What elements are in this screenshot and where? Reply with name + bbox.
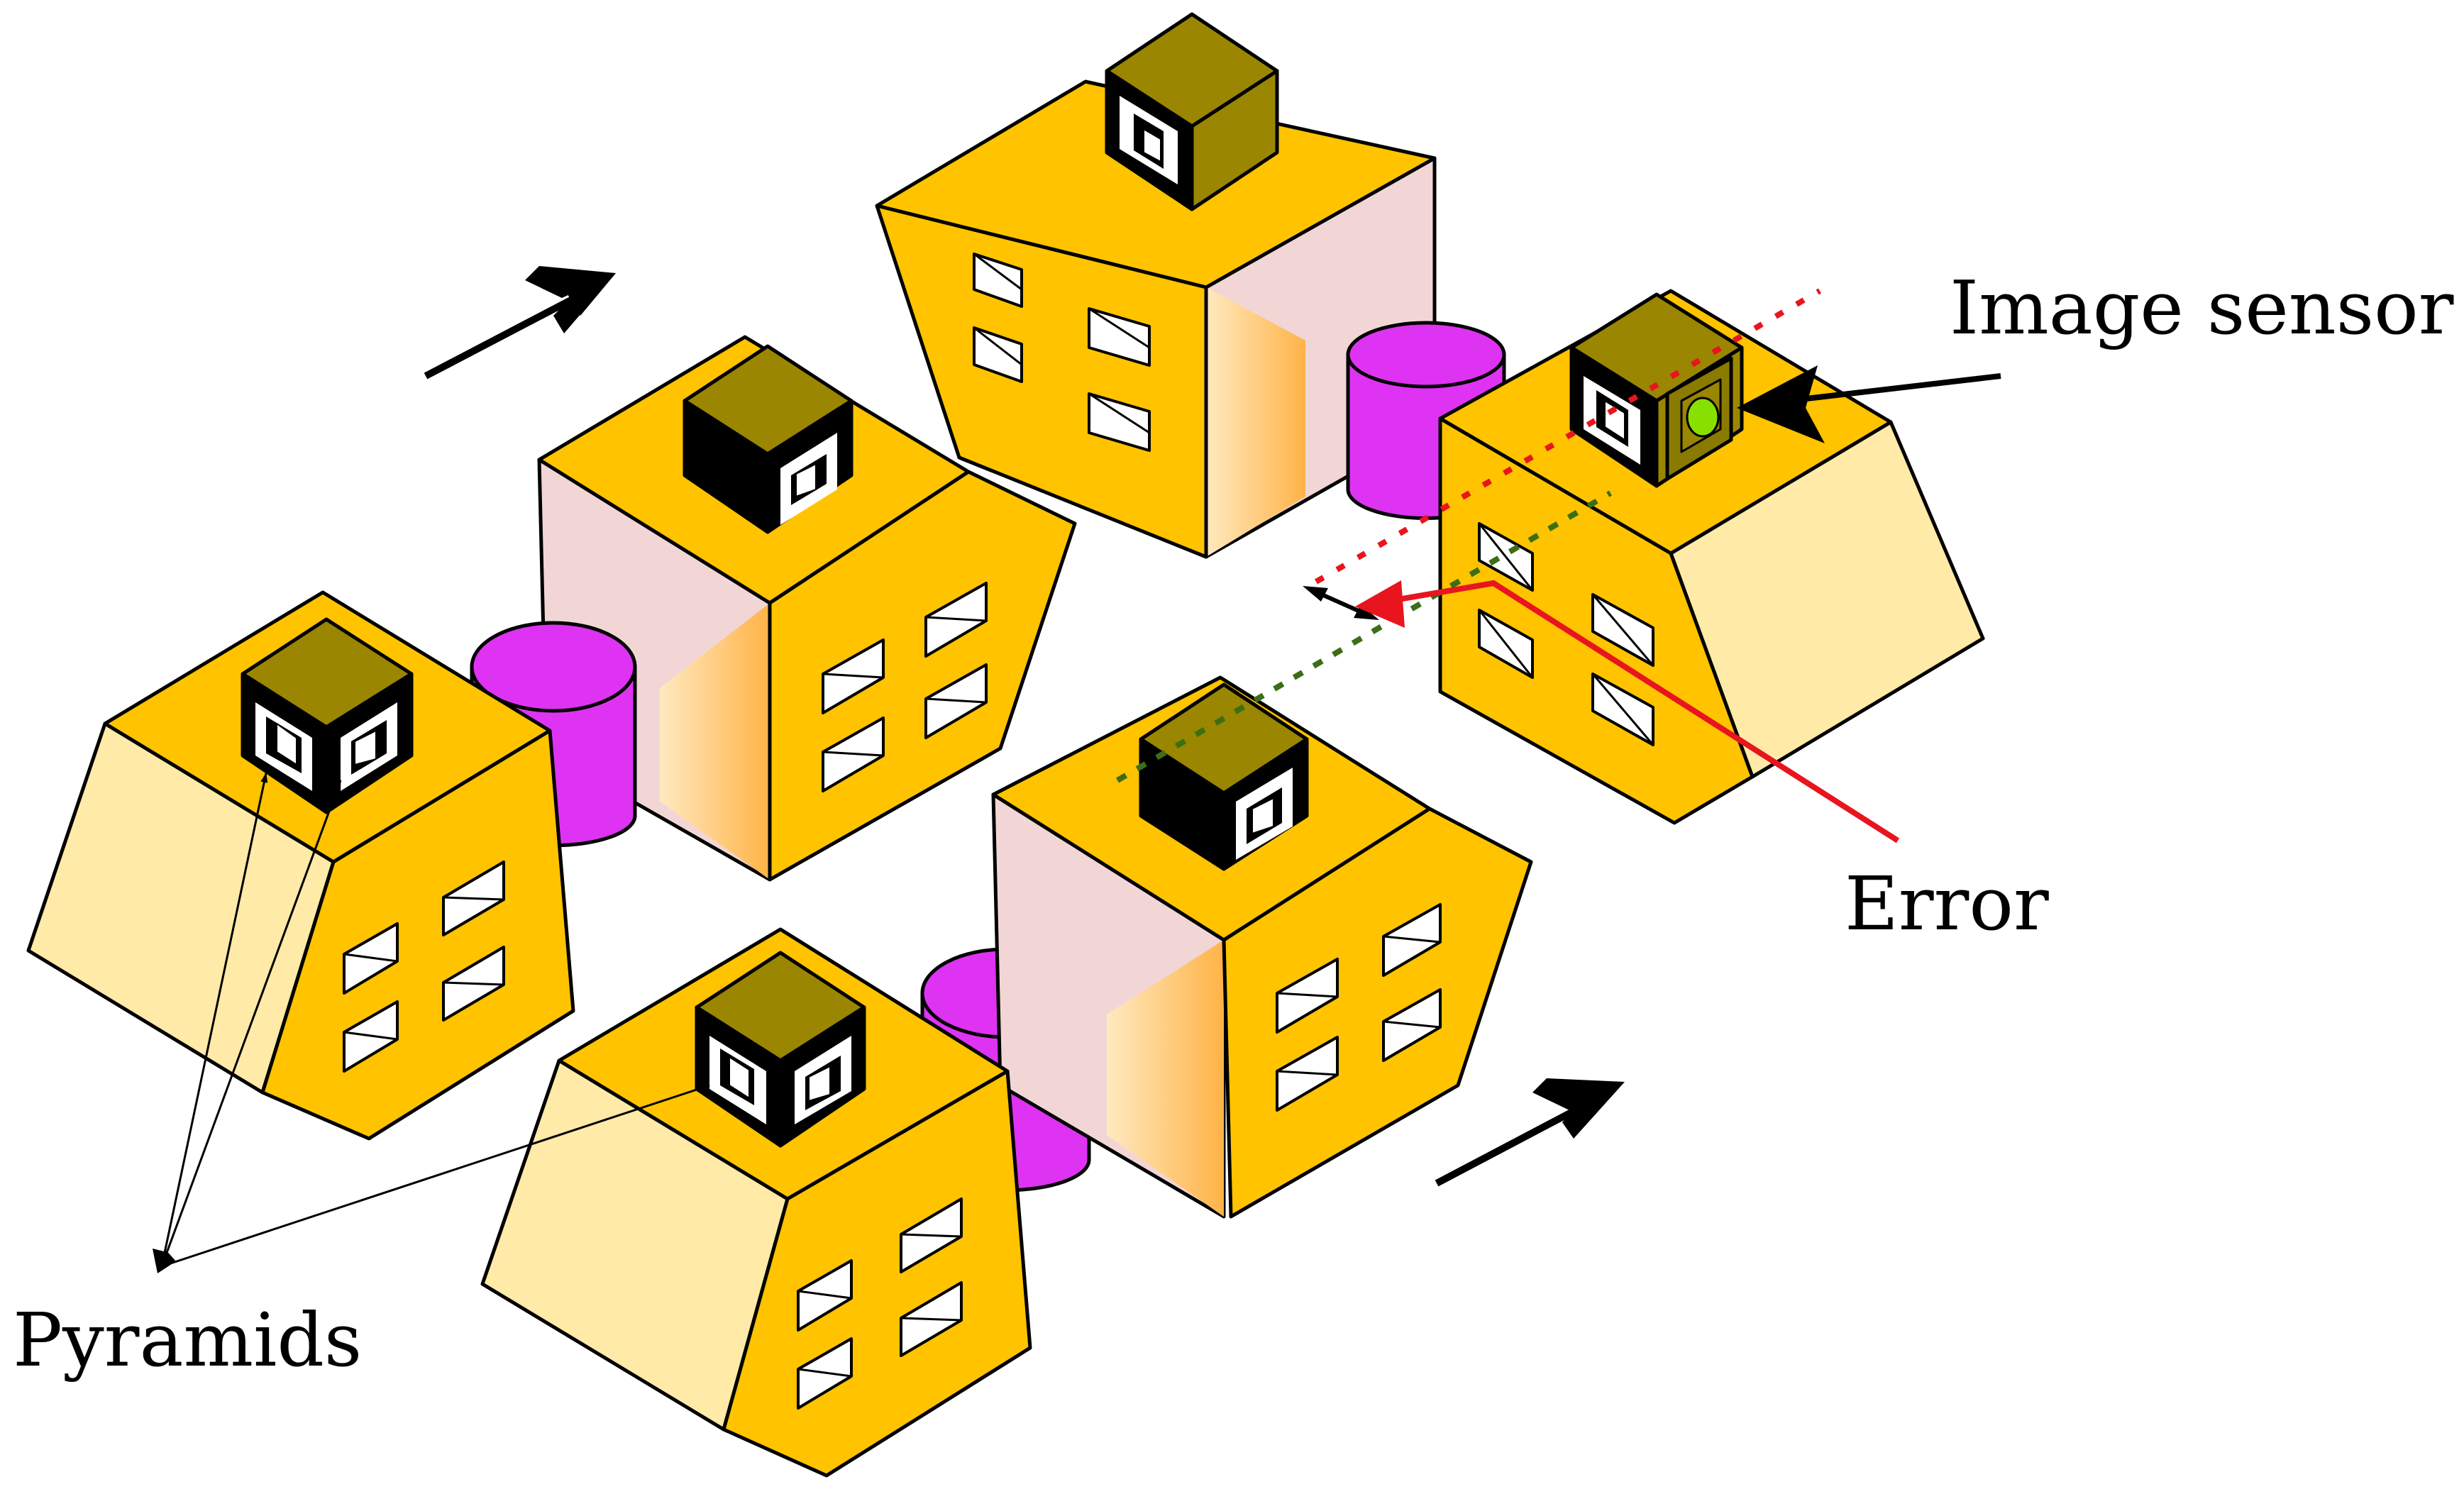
- module-windows: [973, 253, 1151, 452]
- robot-module-right: [1438, 289, 1985, 825]
- error-label: Error: [1845, 861, 2049, 947]
- pyramid-marker-cube: [1105, 12, 1279, 211]
- robot-module-bottom-right: [991, 675, 1533, 1219]
- robot-module-center-left: [537, 335, 1077, 882]
- image-sensor-label: Image sensor: [1950, 265, 2454, 351]
- pyramids-label: Pyramids: [13, 1297, 362, 1383]
- pyramid-pointers: [160, 773, 710, 1268]
- motion-arrow-bottom: [1435, 1078, 1625, 1187]
- image-sensor-pointer: [1737, 365, 2001, 443]
- error-arrowhead: [1355, 580, 1405, 628]
- pyramid-pointer-head: [153, 1249, 167, 1273]
- pyramid-marker-cube: [241, 617, 414, 814]
- motion-arrow-top: [424, 266, 616, 380]
- module-face-front: [260, 729, 575, 1141]
- camera-lens: [1686, 397, 1720, 438]
- module-face-front: [1222, 807, 1533, 1219]
- error-indicator-line: [1369, 580, 1900, 843]
- module-face-orange: [1107, 940, 1224, 1217]
- sensor-dotted-line: [1314, 288, 1822, 585]
- image-sensor-camera: [1665, 356, 1733, 481]
- pyramid-marker-cube: [683, 344, 853, 534]
- robot-module-top: [875, 12, 1437, 559]
- robot-module-bottom: [480, 927, 1032, 1478]
- offset-arrowhead-start: [1303, 586, 1328, 602]
- pyramid-pointer-head: [158, 1249, 176, 1273]
- module-face-front: [875, 204, 1208, 559]
- pyramid-marker-cube: [695, 951, 866, 1148]
- pyramid-marker-cube: [1139, 682, 1309, 871]
- module-face-orange: [660, 603, 770, 880]
- module-face-orange: [1206, 287, 1305, 557]
- reference-dotted-line: [1115, 490, 1613, 783]
- robot-module-left: [26, 590, 575, 1141]
